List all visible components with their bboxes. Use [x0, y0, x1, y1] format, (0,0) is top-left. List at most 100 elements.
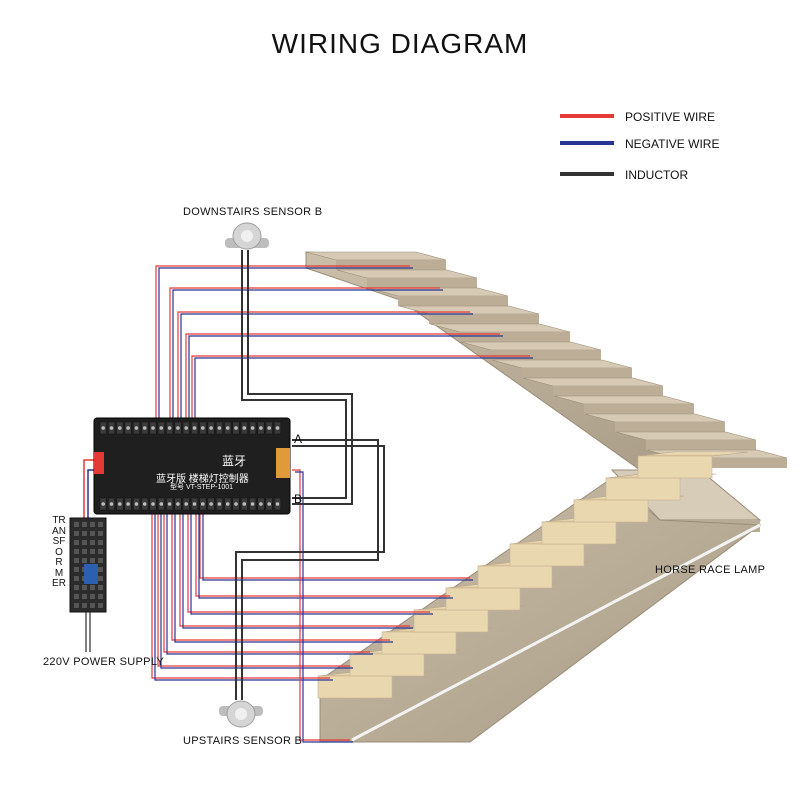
legend-negative-label: NEGATIVE WIRE	[625, 137, 720, 151]
wire-harness	[151, 265, 533, 743]
upstairs-sensor	[219, 700, 263, 728]
upper-step-riser	[615, 422, 725, 432]
terminal-screw	[217, 426, 222, 430]
lower-step-riser	[413, 609, 489, 633]
transformer-vent	[82, 603, 87, 608]
terminal-screw	[167, 502, 172, 506]
transformer-vent	[82, 558, 87, 563]
transformer-vent	[98, 603, 103, 608]
diagram-title: WIRING DIAGRAM	[271, 28, 529, 59]
upper-wire-3-negative	[188, 335, 503, 422]
terminal-screw	[242, 502, 247, 506]
terminal-screw	[184, 426, 188, 430]
terminal-screw	[184, 502, 188, 506]
terminal-screw	[275, 502, 280, 506]
upper-wire-0-positive	[155, 265, 410, 420]
terminal-screw	[176, 426, 180, 430]
terminal-screw	[209, 502, 213, 506]
upper-step-riser	[398, 296, 508, 306]
transformer-vent	[98, 540, 103, 545]
lower-step-riser	[317, 675, 393, 699]
upper-wire-4-positive	[191, 355, 530, 420]
lower-wire-0-negative	[202, 514, 473, 581]
lower-step-riser	[573, 499, 649, 523]
terminal-screw	[134, 502, 139, 506]
terminal-screw	[259, 502, 263, 506]
terminal-screw	[234, 502, 238, 506]
transformer-vent	[98, 567, 103, 572]
transformer-vent	[74, 558, 79, 563]
controller-brand: 蓝牙	[222, 454, 247, 468]
terminal-screw	[250, 502, 255, 506]
transformer-vent	[82, 531, 87, 536]
terminal-screw	[134, 426, 139, 430]
transformer-vent	[74, 549, 79, 554]
upper-step-riser	[584, 404, 694, 414]
transformer-vent	[98, 558, 103, 563]
terminal-screw	[259, 426, 263, 430]
transformer-vent	[74, 603, 79, 608]
controller-name: 蓝牙版 楼梯灯控制器	[156, 474, 249, 485]
terminal-screw	[142, 502, 147, 506]
downstairs-sensor-label: DOWNSTAIRS SENSOR B	[183, 206, 323, 218]
lower-step-riser	[381, 631, 457, 655]
lower-wire-3-negative	[182, 514, 413, 629]
terminal-screw	[275, 426, 280, 430]
terminal-screw	[192, 426, 197, 430]
terminal-b-label: B	[294, 492, 303, 506]
transformer-vent	[74, 585, 79, 590]
terminal-screw	[151, 426, 155, 430]
sensor-wire-downstairs-1	[241, 250, 347, 499]
terminal-screw	[142, 426, 147, 430]
terminal-screw	[101, 426, 105, 430]
upper-wire-2-positive	[177, 311, 470, 420]
upper-wire-1-positive	[169, 287, 440, 420]
upper-step-riser	[646, 440, 756, 450]
lower-wire-3-positive	[179, 512, 410, 627]
lower-step-riser	[445, 587, 521, 611]
transformer-vent	[90, 540, 95, 545]
power-supply-label: 220V POWER SUPPLY	[43, 656, 165, 668]
lamp-feed-wire-positive	[292, 469, 350, 741]
terminal-screw	[242, 426, 247, 430]
terminal-screw	[159, 502, 164, 506]
upper-step-riser	[367, 278, 477, 288]
transformer-vent	[74, 522, 79, 527]
lower-wire-2-positive	[187, 512, 430, 613]
transformer-vent	[98, 594, 103, 599]
upper-step-riser	[553, 386, 663, 396]
terminal-screw	[101, 502, 105, 506]
terminal-screw	[167, 426, 172, 430]
lower-step-riser	[541, 521, 617, 545]
terminal-screw	[118, 426, 122, 430]
transformer-vent	[90, 585, 95, 590]
led-strip	[351, 523, 761, 742]
sensor-wire-a-2	[235, 445, 385, 700]
terminal-screw	[126, 502, 130, 506]
downstairs-sensor	[225, 222, 269, 250]
transformer-vent	[82, 540, 87, 545]
transformer-vent	[90, 558, 95, 563]
terminal-screw	[209, 426, 213, 430]
lower-wire-5-positive	[163, 512, 370, 653]
terminal-screw	[201, 502, 205, 506]
transformer-vent	[82, 549, 87, 554]
upper-staircase	[305, 251, 788, 489]
transformer-vent	[90, 522, 95, 527]
lower-wire-6-negative	[160, 514, 353, 669]
terminal-screw	[109, 426, 114, 430]
transformer-vent	[90, 603, 95, 608]
lower-wire-1-positive	[195, 512, 450, 597]
lower-step-riser	[349, 653, 425, 677]
terminal-screw	[201, 426, 205, 430]
transformer-vent	[74, 567, 79, 572]
lower-staircase	[317, 451, 762, 743]
terminal-screw	[126, 426, 130, 430]
transformer-vent	[90, 594, 95, 599]
upper-wire-0-negative	[158, 267, 413, 422]
transformer-vent	[90, 549, 95, 554]
lower-wire-0-positive	[199, 512, 470, 579]
transformer-vent	[82, 594, 87, 599]
transformer-vent	[74, 594, 79, 599]
